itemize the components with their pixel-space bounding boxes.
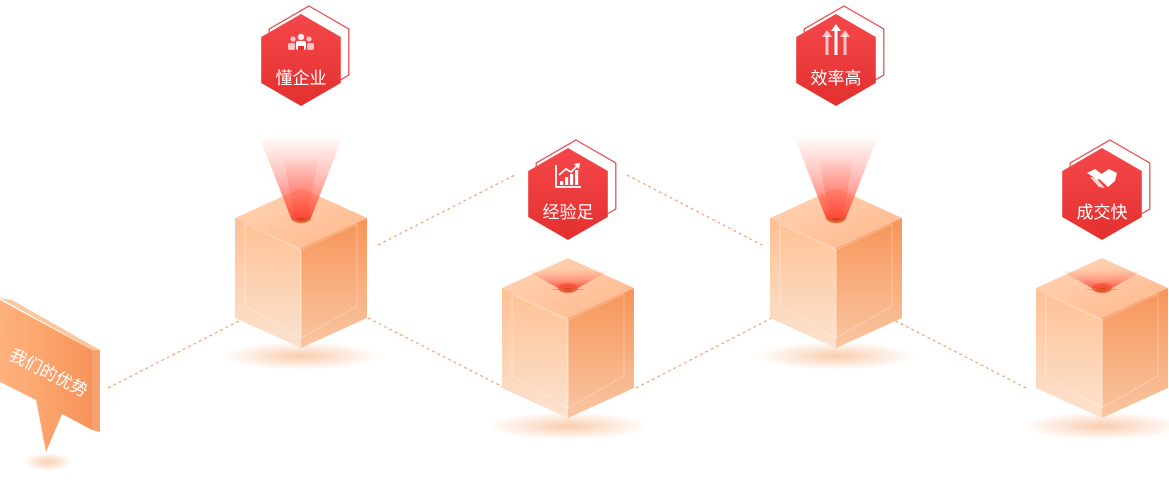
growth-chart-icon (555, 163, 581, 188)
cube-shadow (756, 342, 916, 370)
badge-hexagon (796, 14, 876, 106)
cube-right-face (568, 288, 634, 418)
sign-shadow (24, 453, 72, 471)
beam-core (283, 156, 319, 218)
connector-line (377, 174, 516, 246)
cube-inner-frame (1045, 293, 1103, 409)
connector-line (635, 317, 773, 389)
cube-shadow (221, 342, 381, 370)
cube (221, 188, 381, 370)
badge-label: 效率高 (811, 69, 862, 89)
cube-left-face (502, 288, 568, 418)
sign-edge (92, 350, 100, 432)
cube-left-face (235, 218, 301, 348)
badge-label: 懂企业 (276, 69, 327, 89)
badge-hexagon (1062, 148, 1142, 240)
cube-right-face (836, 218, 902, 348)
sign-board (0, 300, 92, 452)
beam-layer (259, 136, 1144, 290)
badge-hexagon (528, 148, 608, 240)
cube-right-face (301, 218, 367, 348)
light-beam (259, 136, 343, 218)
cube-inner-frame (1101, 293, 1159, 409)
cube-inner-frame (300, 223, 358, 339)
handshake-icon (1087, 169, 1117, 188)
beam-core (818, 156, 854, 218)
cube-inner-frame (511, 293, 569, 409)
beam-cone (526, 270, 610, 288)
cube-inner-frame (779, 223, 837, 339)
up-arrows-icon (822, 24, 850, 55)
cube-left-face (770, 218, 836, 348)
cube-inner-frame (835, 223, 893, 339)
badge-label: 经验足 (543, 203, 594, 223)
advantage-badge: 经验足 (528, 139, 617, 240)
badge-label: 成交快 (1077, 203, 1128, 223)
intro-sign: 我们的优势 (0, 298, 100, 471)
beam-core (550, 288, 586, 290)
beam-core (1084, 288, 1120, 290)
connector-lines (107, 174, 1027, 389)
connector-line (626, 174, 763, 246)
advantage-badge: 成交快 (1062, 139, 1151, 240)
cube-inner-frame (244, 223, 302, 339)
connector-line (107, 317, 246, 389)
sign-side (0, 298, 100, 350)
light-beam (526, 270, 610, 290)
beam-cone (1060, 270, 1144, 288)
advantage-badge: 懂企业 (261, 5, 350, 106)
advantage-badge: 效率高 (796, 5, 885, 106)
cube-layer (221, 188, 1169, 440)
connector-line (889, 317, 1027, 389)
badge-hexagon (261, 14, 341, 106)
cube-inner-frame (567, 293, 625, 409)
team-icon (288, 33, 314, 50)
cube-right-face (1102, 288, 1168, 418)
cube-shadow (488, 412, 648, 440)
connector-line (367, 317, 506, 389)
cube-shadow (1022, 412, 1169, 440)
cube-left-face (1036, 288, 1102, 418)
light-beam (794, 136, 878, 218)
light-beam (1060, 270, 1144, 290)
